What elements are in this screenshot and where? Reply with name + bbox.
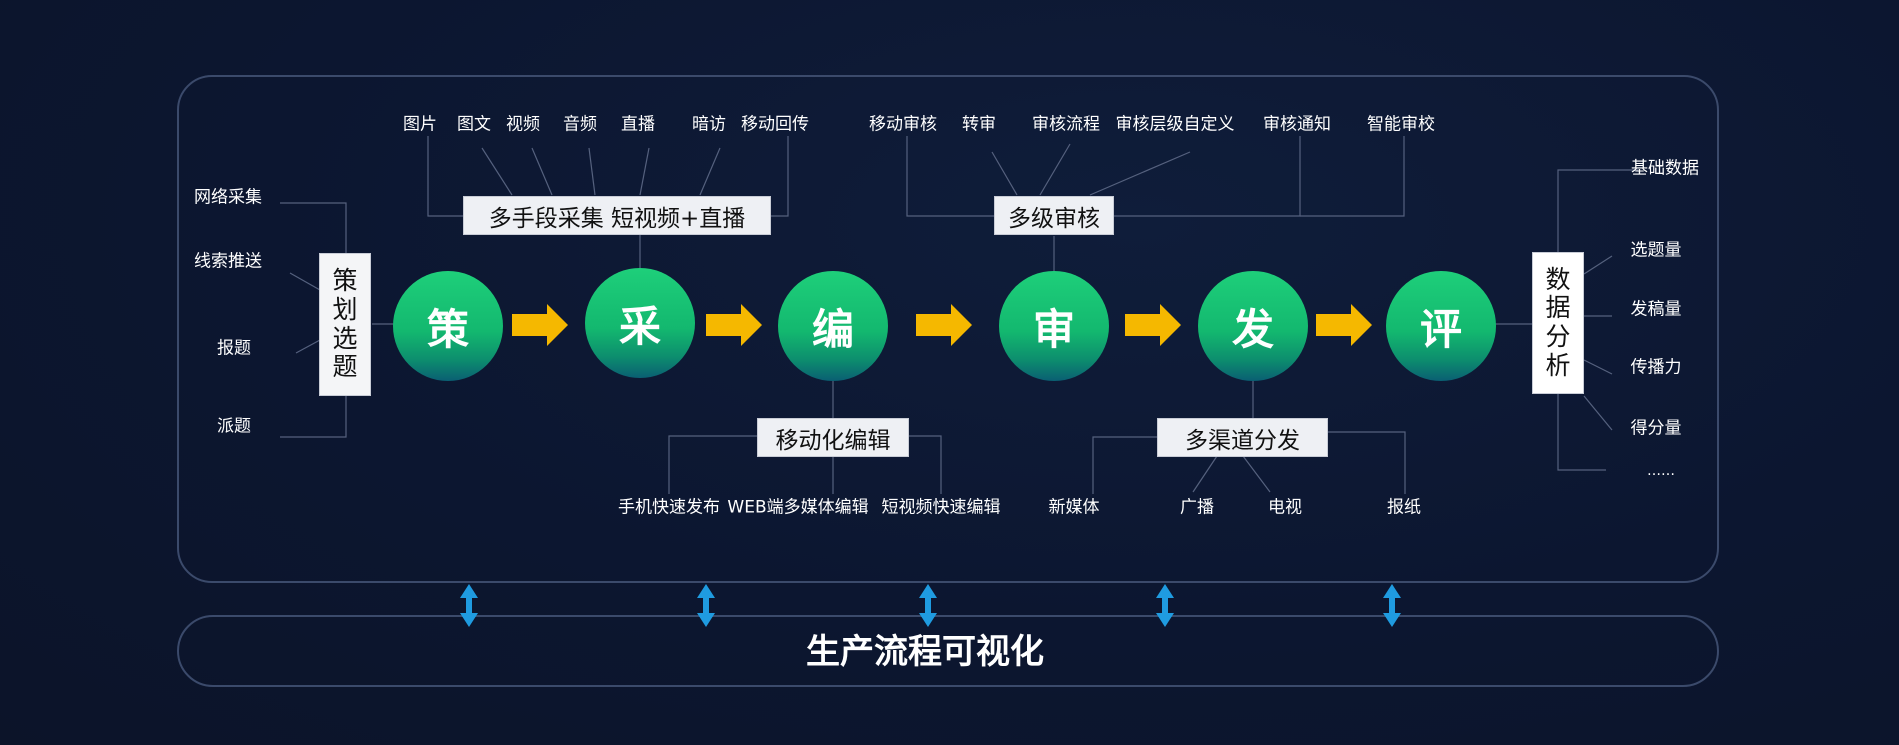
- analysis-connector: [1583, 359, 1613, 375]
- flow-arrow-icon: [916, 304, 972, 346]
- planning-item: 派题: [217, 416, 251, 437]
- publish-item: 报纸: [1387, 497, 1421, 518]
- collect-box: 多手段采集 短视频+直播: [463, 196, 771, 235]
- review-item: 审核通知: [1263, 114, 1331, 135]
- publish-connector: [1327, 431, 1406, 494]
- analysis-item: 基础数据: [1631, 158, 1699, 179]
- up-down-arrow-icon: [1383, 584, 1401, 627]
- planning-item: 网络采集: [194, 187, 262, 208]
- collect-connector: [481, 147, 513, 196]
- bottom-title: 生产流程可视化: [806, 632, 1044, 672]
- up-down-arrow-icon: [1156, 584, 1174, 627]
- planning-connector: [280, 396, 347, 438]
- stage-circle-review: 审: [999, 271, 1109, 381]
- planning-item: 线索推送: [194, 251, 262, 272]
- collect-item: 暗访: [692, 114, 726, 135]
- analysis-connector: [1583, 395, 1613, 431]
- edit-box: 移动化编辑: [757, 418, 909, 457]
- bottom-frame: [177, 615, 1719, 687]
- collect-item: 图片: [403, 114, 437, 135]
- collect-connector: [770, 136, 789, 217]
- analysis-box: 数据分析: [1532, 252, 1584, 394]
- planning-connector: [289, 272, 321, 291]
- collect-item: 音频: [563, 114, 597, 135]
- edit-connector: [908, 435, 942, 494]
- publish-item: 电视: [1268, 497, 1302, 518]
- stage-circle-edit: 编: [778, 271, 888, 381]
- publish-box: 多渠道分发: [1157, 418, 1328, 457]
- review-item: 移动审核: [869, 114, 937, 135]
- analysis-item: 得分量: [1630, 418, 1682, 439]
- review-item: 转审: [962, 114, 996, 135]
- analysis-item: ……: [1647, 463, 1675, 479]
- planning-connector: [295, 339, 321, 354]
- stage-circle-evaluate: 评: [1386, 271, 1496, 381]
- publish-item: 新媒体: [1048, 497, 1100, 518]
- collect-connector: [639, 147, 650, 196]
- edit-item: WEB端多媒体编辑: [727, 497, 869, 518]
- collect-connector: [588, 147, 596, 196]
- review-connector: [1039, 143, 1071, 196]
- stage-circle-plan: 策: [393, 271, 503, 381]
- review-connector: [991, 151, 1018, 196]
- flow-arrow-icon: [706, 304, 762, 346]
- flow-arrow-icon: [1125, 304, 1181, 346]
- stage-circle-publish: 发: [1198, 271, 1308, 381]
- collect-item: 直播: [621, 114, 655, 135]
- publish-item: 广播: [1180, 497, 1214, 518]
- review-connector: [906, 136, 994, 217]
- review-item: 审核层级自定义: [1115, 114, 1235, 135]
- analysis-connector: [1557, 169, 1638, 252]
- review-connector: [1113, 136, 1301, 217]
- publish-connector: [1242, 455, 1271, 493]
- analysis-item: 选题量: [1630, 240, 1682, 261]
- collect-connector: [699, 147, 721, 196]
- collect-item: 视频: [506, 114, 540, 135]
- collect-connector: [531, 147, 553, 196]
- publish-connector: [1092, 436, 1158, 494]
- main-frame: [177, 75, 1719, 583]
- planning-connector: [280, 202, 347, 253]
- flow-arrow-icon: [1316, 304, 1372, 346]
- planning-item: 报题: [217, 338, 251, 359]
- review-connector: [1089, 151, 1191, 196]
- analysis-connector: [1583, 255, 1613, 275]
- collect-item: 移动回传: [741, 114, 809, 135]
- stage-circle-collect: 采: [585, 268, 695, 378]
- up-down-arrow-icon: [697, 584, 715, 627]
- up-down-arrow-icon: [919, 584, 937, 627]
- publish-connector: [1192, 455, 1218, 493]
- edit-item: 手机快速发布: [618, 497, 720, 518]
- edit-connector: [668, 435, 758, 494]
- collect-connector: [427, 136, 464, 217]
- review-item: 智能审校: [1367, 114, 1435, 135]
- analysis-item: 传播力: [1630, 357, 1682, 378]
- planning-box: 策划选题: [319, 253, 371, 396]
- flow-arrow-icon: [512, 304, 568, 346]
- edit-item: 短视频快速编辑: [881, 497, 1001, 518]
- review-box: 多级审核: [994, 196, 1114, 235]
- up-down-arrow-icon: [460, 584, 478, 627]
- review-item: 审核流程: [1032, 114, 1100, 135]
- review-connector: [1300, 136, 1405, 217]
- analysis-connector: [1557, 394, 1606, 471]
- analysis-item: 发稿量: [1630, 299, 1682, 320]
- collect-item: 图文: [457, 114, 491, 135]
